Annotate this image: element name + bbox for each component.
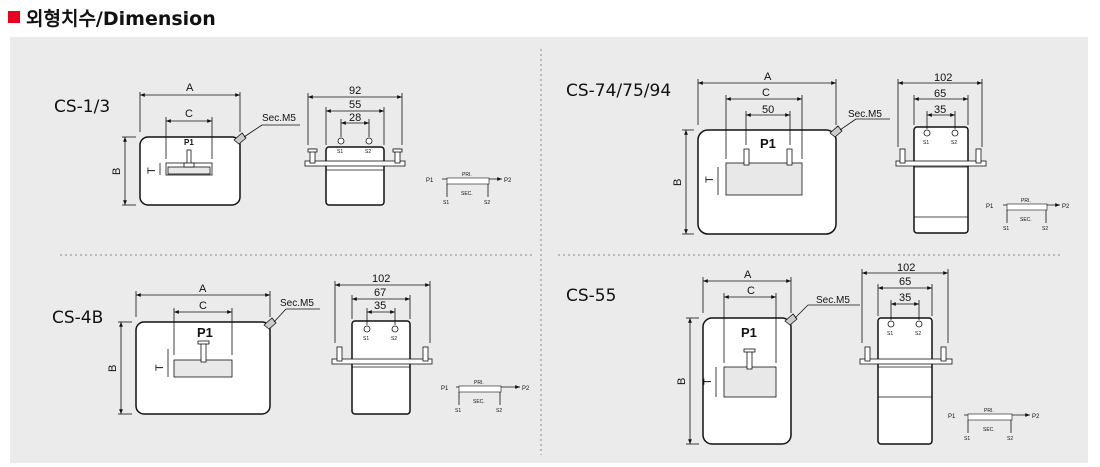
svg-text:28: 28	[349, 112, 361, 124]
svg-text:55: 55	[349, 99, 361, 111]
dimension-panel: CS-1/3 P1 A C B T Sec.M5	[10, 37, 1088, 463]
svg-text:T: T	[704, 176, 716, 183]
svg-text:T: T	[154, 364, 166, 371]
svg-text:35: 35	[374, 300, 386, 312]
svg-text:SEC.: SEC.	[473, 399, 485, 405]
svg-text:SEC.: SEC.	[983, 427, 995, 433]
svg-text:S2: S2	[1042, 226, 1048, 232]
svg-text:PRI.: PRI.	[462, 172, 472, 178]
svg-text:S2: S2	[951, 140, 957, 146]
svg-text:B: B	[672, 179, 684, 186]
svg-text:PRI.: PRI.	[1021, 198, 1031, 204]
svg-text:A: A	[764, 71, 772, 83]
svg-text:SEC.: SEC.	[1020, 217, 1032, 223]
model-label: CS-74/75/94	[566, 81, 671, 101]
model-label: CS-4B	[52, 308, 103, 328]
svg-text:P2: P2	[504, 178, 512, 184]
red-square-icon	[8, 11, 20, 23]
svg-text:P1: P1	[197, 325, 213, 340]
diagram-cs-1-3: CS-1/3 P1 A C B T Sec.M5	[54, 82, 512, 206]
svg-text:S1: S1	[443, 200, 449, 206]
svg-text:S1: S1	[1003, 226, 1009, 232]
svg-text:P2: P2	[1032, 414, 1040, 420]
svg-text:102: 102	[897, 262, 915, 274]
svg-text:C: C	[199, 300, 207, 312]
ct-body-side	[913, 126, 969, 234]
svg-text:P2: P2	[522, 386, 530, 392]
svg-text:B: B	[107, 365, 119, 372]
svg-text:S1: S1	[923, 140, 929, 146]
svg-text:65: 65	[899, 276, 911, 288]
svg-text:PRI.: PRI.	[474, 380, 484, 386]
svg-text:PRI.: PRI.	[984, 408, 994, 414]
svg-text:S1: S1	[887, 331, 893, 337]
svg-text:C: C	[762, 87, 770, 99]
svg-text:35: 35	[899, 292, 911, 304]
svg-text:P1: P1	[441, 386, 449, 392]
svg-text:Sec.M5: Sec.M5	[280, 298, 314, 309]
svg-text:P2: P2	[1062, 204, 1070, 210]
svg-text:SEC.: SEC.	[461, 191, 473, 197]
svg-text:A: A	[199, 283, 207, 295]
svg-text:67: 67	[374, 287, 386, 299]
svg-text:Sec.M5: Sec.M5	[816, 295, 850, 306]
svg-text:P1: P1	[426, 178, 434, 184]
ct-body-side	[325, 146, 385, 206]
svg-text:102: 102	[934, 72, 952, 84]
diagram-cs-55: CS-55 P1 A C B T Sec.M5 S1 S2 102	[566, 262, 1040, 445]
svg-text:T: T	[146, 167, 158, 174]
svg-text:S2: S2	[484, 200, 490, 206]
svg-text:T: T	[702, 378, 714, 385]
svg-text:S2: S2	[1007, 436, 1013, 442]
svg-text:102: 102	[372, 273, 390, 285]
svg-text:A: A	[744, 269, 752, 281]
svg-text:P1: P1	[760, 136, 776, 151]
diagram-cs-74-75-94: CS-74/75/94 P1 A C 50 B T Sec.M5 S1 S2	[566, 71, 1070, 235]
svg-text:S1: S1	[337, 149, 343, 155]
model-label: CS-1/3	[54, 97, 110, 117]
svg-text:S1: S1	[455, 408, 461, 414]
svg-text:A: A	[186, 82, 194, 94]
svg-text:35: 35	[934, 104, 946, 116]
svg-text:Sec.M5: Sec.M5	[848, 109, 882, 120]
svg-text:C: C	[185, 108, 193, 120]
svg-text:P1: P1	[184, 138, 194, 147]
svg-text:S2: S2	[365, 149, 371, 155]
svg-text:B: B	[111, 168, 123, 175]
svg-text:S1: S1	[964, 436, 970, 442]
svg-text:P1: P1	[948, 414, 956, 420]
svg-text:65: 65	[934, 88, 946, 100]
dimension-drawings: CS-1/3 P1 A C B T Sec.M5	[52, 49, 1070, 455]
svg-text:S1: S1	[363, 336, 369, 342]
svg-text:P1: P1	[986, 204, 994, 210]
svg-text:S2: S2	[915, 331, 921, 337]
svg-text:50: 50	[762, 104, 774, 116]
diagram-cs-4b: CS-4B P1 A C B T Sec.M5 S1 S2 102 67	[52, 273, 530, 415]
model-label: CS-55	[566, 286, 616, 306]
ct-body-side	[877, 317, 933, 445]
svg-text:S2: S2	[496, 408, 502, 414]
svg-text:C: C	[747, 285, 755, 297]
section-title: 외형치수/Dimension	[26, 7, 216, 30]
section-header: 외형치수/Dimension	[8, 4, 216, 30]
ct-body-side	[351, 320, 411, 415]
svg-text:S2: S2	[391, 336, 397, 342]
svg-text:P1: P1	[741, 325, 757, 340]
svg-text:Sec.M5: Sec.M5	[262, 113, 296, 124]
svg-text:92: 92	[349, 85, 361, 97]
svg-text:B: B	[676, 378, 688, 385]
